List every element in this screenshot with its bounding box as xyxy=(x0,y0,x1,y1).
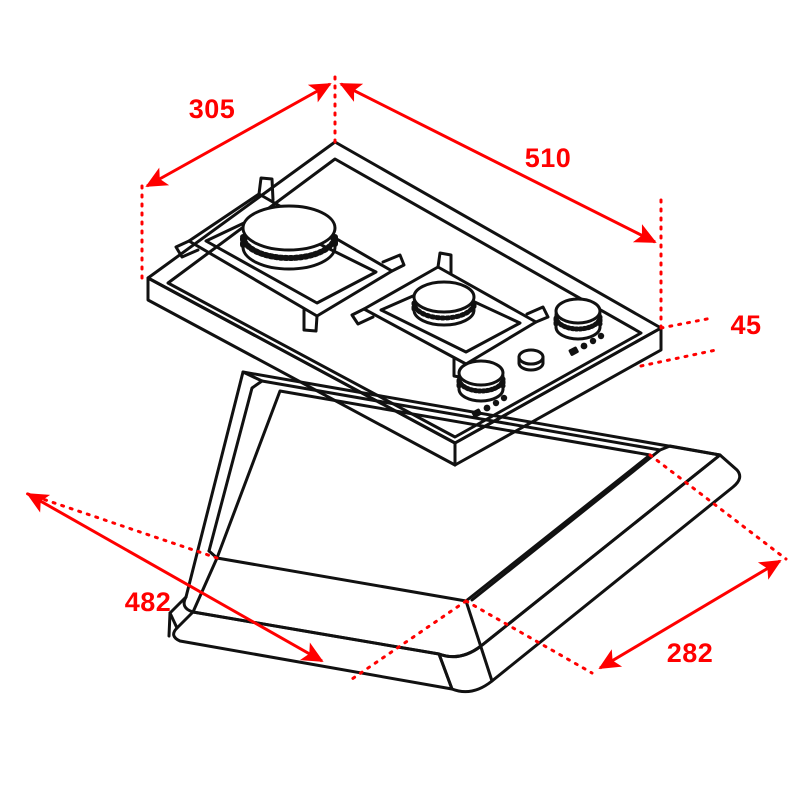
ignition-button-top[interactable] xyxy=(517,348,545,366)
knob-rear[interactable] xyxy=(553,297,603,341)
pan-support-small-arm-n xyxy=(436,251,453,276)
worktop-cutout-rim xyxy=(260,379,662,602)
dimension-label-282: 282 xyxy=(667,638,714,668)
gas-cooktop-assembly xyxy=(146,140,663,467)
graduation-dot xyxy=(500,394,508,402)
hob-top-plate xyxy=(146,140,663,445)
burner-small-flame-ring xyxy=(411,300,477,321)
worktop-assembly xyxy=(167,370,742,694)
ext-line-482-right xyxy=(350,599,468,681)
pan-support-small-arm-e xyxy=(525,305,550,324)
dim-line-510 xyxy=(339,82,657,244)
pan-support-small-inner xyxy=(379,283,522,354)
leader-line-45-lower xyxy=(639,348,718,368)
dimension-label-510: 510 xyxy=(525,143,572,173)
knob-front[interactable] xyxy=(456,359,506,403)
knob-front-cap[interactable] xyxy=(457,359,505,387)
knob-front-graduations xyxy=(471,394,508,418)
pan-support-large xyxy=(174,176,406,333)
worktop-front-edge-right xyxy=(437,453,742,694)
ext-line-482-left xyxy=(20,490,219,560)
ignition-button[interactable] xyxy=(517,348,545,372)
graduation-mark xyxy=(568,346,579,356)
leader-line-45-upper xyxy=(659,316,714,330)
pan-support-large-inner xyxy=(204,213,378,305)
graduation-dot xyxy=(597,332,605,340)
ext-line-282-rear xyxy=(648,453,788,561)
pan-support-small-arm-w xyxy=(350,307,375,326)
burner-large-flame-ring xyxy=(240,233,338,261)
dim-line-482 xyxy=(26,492,324,663)
burner-small-cap xyxy=(412,280,476,314)
graduation-dot xyxy=(492,399,500,407)
graduation-dot xyxy=(589,337,597,345)
burner-large xyxy=(240,204,338,271)
dimension-label-482: 482 xyxy=(125,587,172,617)
dimension-label-305: 305 xyxy=(189,94,236,124)
worktop-cutout-opening xyxy=(215,389,652,603)
pan-support-arm-e xyxy=(381,253,406,273)
worktop-cutout-rim-right xyxy=(658,444,672,452)
worktop-rear-strip xyxy=(241,370,264,383)
burner-small xyxy=(411,280,477,327)
dim-line-305 xyxy=(145,82,332,188)
pan-support-arm-w xyxy=(174,239,200,259)
graduation-mark xyxy=(471,408,482,418)
burner-large-cap xyxy=(241,204,337,252)
ext-line-282-front xyxy=(464,599,594,675)
dimension-annotations: 305 510 45 482 282 xyxy=(20,68,788,681)
knob-rear-cap[interactable] xyxy=(554,297,602,325)
dimension-label-45: 45 xyxy=(730,310,761,340)
graduation-dot xyxy=(483,404,491,412)
worktop-front-edge-left xyxy=(172,610,454,691)
graduation-dot xyxy=(580,342,588,350)
hob-top-bevel xyxy=(166,157,643,439)
worktop-front-band-inner xyxy=(464,599,494,683)
knob-rear-ribs xyxy=(553,314,603,332)
pan-support-small xyxy=(350,251,550,380)
knob-rear-graduations xyxy=(568,332,605,356)
worktop-front-band-inner-left xyxy=(191,556,219,614)
dim-line-282 xyxy=(598,559,782,670)
worktop-rear-strip-right xyxy=(668,444,722,457)
pan-support-arm-s xyxy=(302,308,319,333)
knob-front-ribs xyxy=(456,376,506,394)
